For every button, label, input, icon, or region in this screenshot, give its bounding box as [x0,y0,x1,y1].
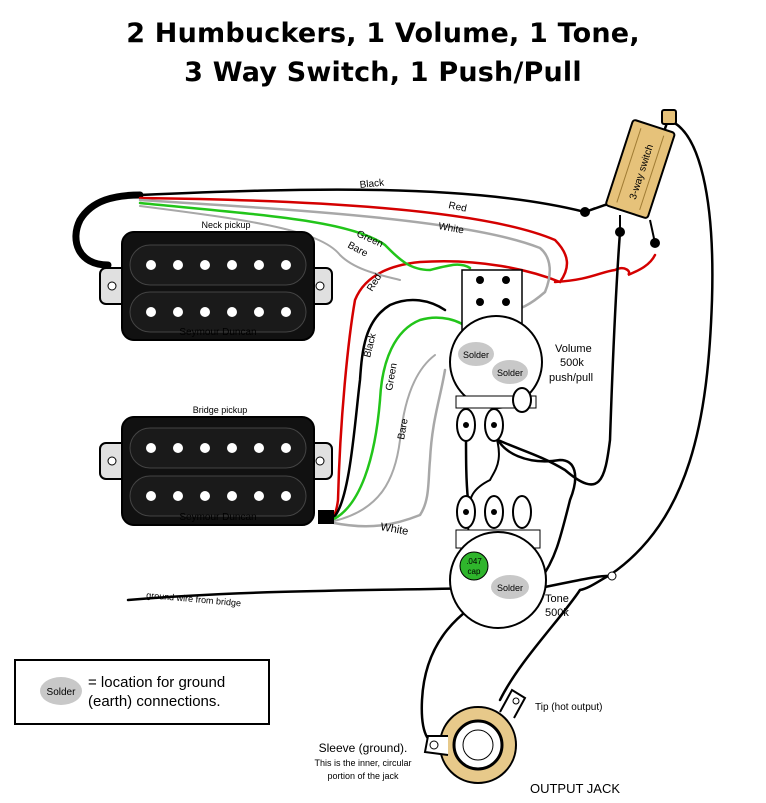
switch-output-wire [498,118,714,702]
jack-tip-label: Tip (hot output) [535,702,602,713]
wire-label-white-top: White [437,221,465,236]
cap-value: .047 [466,557,482,566]
bare-wire-top [139,205,401,281]
neck-pickup: Seymour Duncan [99,231,333,341]
legend-line1: = location for ground [88,674,225,691]
jack-sleeve-desc-2: portion of the jack [327,771,399,781]
volume-value: 500k [560,357,584,369]
red-wire-switch [553,253,657,284]
volume-pot: Solder Solder [449,269,543,442]
green-wire-bridge [332,316,472,521]
wire-label-black-top: Black [359,177,385,191]
volume-type: push/pull [549,372,593,384]
wire-label-bare-mid: Bare [396,417,411,440]
wire-label-green-mid: Green [384,362,400,391]
switch-ground-wire [496,230,622,486]
tone-value: 500k [545,607,569,619]
wire-label-black-mid: Black [362,331,379,358]
output-jack-label: OUTPUT JACK [530,781,620,796]
bridge-pickup-brand: Seymour Duncan [179,512,256,523]
neck-pickup-brand: Seymour Duncan [179,327,256,338]
output-jack [423,688,527,784]
wire-label-red-top: Red [447,200,467,215]
black-wire-bridge [332,298,447,519]
bridge-pickup-label: Bridge pickup [193,405,248,415]
legend: Solder = location for ground (earth) con… [14,659,270,725]
jack-sleeve-desc-1: This is the inner, circular [314,758,411,768]
legend-line2: (earth) connections. [88,693,221,710]
bridge-pickup: Seymour Duncan [99,416,334,526]
volume-lug-wire [492,428,577,582]
volume-solder-2: Solder [497,368,523,378]
tone-solder: Solder [497,583,523,593]
green-wire-top [138,201,472,272]
jack-sleeve-label: Sleeve (ground). [319,741,408,755]
tone-label: Tone [545,593,569,605]
neck-pickup-cable [72,191,144,269]
wire-label-white-bottom: White [379,521,409,538]
neck-pickup-label: Neck pickup [201,220,250,230]
tone-pot: .047 cap Solder [449,495,617,629]
red-wire-top [138,196,569,517]
white-wire-top [138,198,551,314]
tone-jumper-wire [538,574,614,590]
ground-wire-from-bridge [126,586,497,602]
diagram-title-line2: 3 Way Switch, 1 Push/Pull [184,57,582,88]
legend-graphic: Solder = location for ground (earth) con… [40,674,225,710]
cap-label: cap [468,567,481,576]
legend-solder: Solder [47,687,77,698]
black-wire-top [138,118,670,214]
three-way-switch: 3-way switch [580,109,677,248]
bare-wire-bridge [333,354,436,522]
diagram-title-line1: 2 Humbuckers, 1 Volume, 1 Tone, [126,18,640,49]
white-wire-bridge [332,368,447,528]
volume-solder-1: Solder [463,350,489,360]
volume-label: Volume [555,343,592,355]
